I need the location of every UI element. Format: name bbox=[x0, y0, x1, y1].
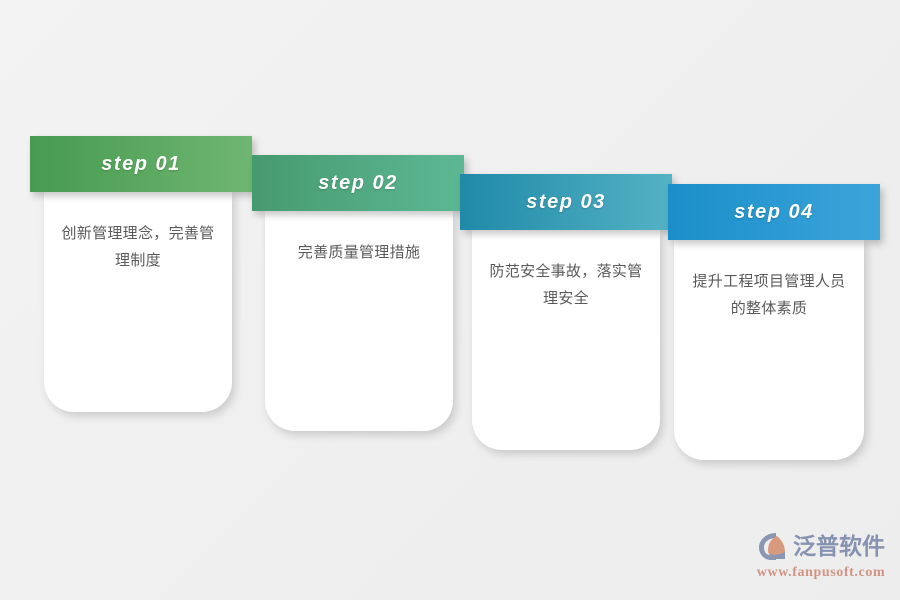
fanpu-logo-icon bbox=[756, 530, 790, 562]
step-2-body-card: 完善质量管理措施 bbox=[265, 211, 453, 431]
step-4-description: 提升工程项目管理人员的整体素质 bbox=[692, 273, 846, 317]
step-3-description: 防范安全事故，落实管理安全 bbox=[489, 263, 643, 307]
step-2-label: step 02 bbox=[318, 171, 398, 194]
step-1-label: step 01 bbox=[101, 152, 181, 175]
brand-name: 泛普软件 bbox=[793, 533, 885, 559]
step-1-body-card: 创新管理理念，完善管理制度 bbox=[44, 192, 232, 412]
step-1-description: 创新管理理念，完善管理制度 bbox=[61, 225, 215, 269]
brand-url: www.fanpusoft.com bbox=[756, 565, 886, 580]
step-3-header-band: step 03 bbox=[460, 174, 672, 230]
step-4-header-band: step 04 bbox=[668, 184, 880, 240]
step-4-body-card: 提升工程项目管理人员的整体素质 bbox=[674, 240, 864, 460]
step-1-header-band: step 01 bbox=[30, 136, 252, 192]
step-2-description: 完善质量管理措施 bbox=[297, 244, 421, 261]
brand-logo-row: 泛普软件 bbox=[756, 528, 886, 564]
step-4-label: step 04 bbox=[734, 200, 814, 223]
step-3-label: step 03 bbox=[526, 190, 606, 213]
step-2-header-band: step 02 bbox=[252, 155, 464, 211]
brand-watermark: 泛普软件 www.fanpusoft.com bbox=[756, 528, 886, 586]
step-3-body-card: 防范安全事故，落实管理安全 bbox=[472, 230, 660, 450]
